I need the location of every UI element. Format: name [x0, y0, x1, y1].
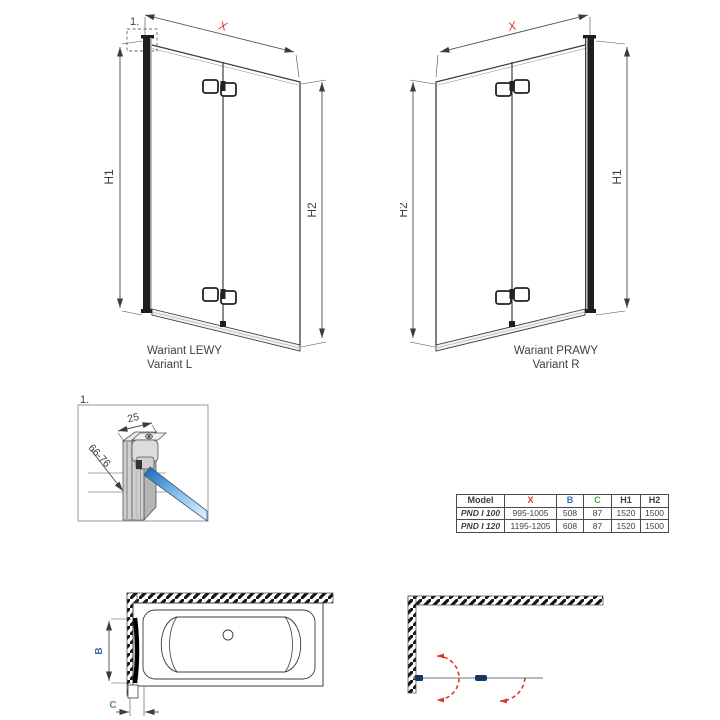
- h1-dimension: [117, 40, 143, 316]
- x-dimension: [435, 14, 591, 78]
- hinge-bottom: [202, 287, 237, 305]
- spec-header-x: X: [504, 494, 557, 508]
- door-swing-arc: [499, 677, 526, 704]
- detail-ref-label: 1.: [80, 395, 89, 406]
- spec-cell-b: 608: [556, 519, 584, 533]
- hinge-top: [202, 79, 237, 97]
- wall-hatching: [407, 595, 604, 694]
- h1-dimension: [595, 40, 630, 316]
- spec-cell-c: 87: [583, 519, 612, 533]
- profile-width-label: 25: [126, 411, 140, 425]
- spec-header-c: C: [583, 494, 612, 508]
- spec-header-h1: H1: [611, 494, 641, 508]
- spec-cell-h2: 1500: [640, 519, 669, 533]
- x-dimension: [144, 14, 300, 78]
- door-swing-plan-view: [407, 595, 604, 704]
- x-dimension-label: X: [216, 18, 229, 34]
- bathtub-outline: [132, 602, 324, 687]
- glass-clamp-bracket: [130, 432, 168, 470]
- spec-header-row: Model X B C H1 H2: [456, 494, 669, 508]
- profile-width-dimension: [117, 422, 158, 442]
- spec-cell-x: 995-1005: [504, 506, 557, 520]
- spec-cell-model: PND I 100: [456, 506, 505, 520]
- hinge-bottom: [495, 287, 530, 305]
- x-dimension-label: X: [505, 18, 518, 34]
- spec-header-b: B: [556, 494, 584, 508]
- h2-dimension-label: H2: [400, 202, 410, 218]
- variant-right-label-en: Variant R: [532, 359, 579, 371]
- variant-left-drawing: 1. X H1 H2: [102, 14, 327, 371]
- c-dimension-label: C: [109, 700, 116, 711]
- wall-profile: [583, 35, 596, 313]
- detail-profile-drawing: 1.: [77, 395, 209, 522]
- glass-pane: [143, 466, 208, 522]
- variant-right-drawing: X H2 H1: [400, 14, 630, 371]
- variant-left-label-pl: Wariant LEWY: [147, 345, 222, 357]
- h2-dimension: [409, 79, 436, 348]
- spec-cell-h1: 1520: [611, 519, 641, 533]
- fold-line: [509, 62, 515, 327]
- spec-cell-c: 87: [583, 506, 612, 520]
- bottom-sill: [435, 308, 586, 352]
- spec-cell-x: 1195-1205: [504, 519, 557, 533]
- h1-dimension-label: H1: [102, 169, 116, 185]
- h2-dimension-label: H2: [305, 202, 319, 218]
- detail-ref-label: 1.: [130, 16, 139, 28]
- fold-line: [220, 62, 226, 327]
- fold-hinge-point: [475, 675, 487, 681]
- spec-cell-h2: 1500: [640, 506, 669, 520]
- door-swing-arcs: [436, 653, 526, 704]
- variant-left-label-en: Variant L: [147, 359, 193, 371]
- spec-cell-h1: 1520: [611, 506, 641, 520]
- variant-right-label-pl: Wariant PRAWY: [514, 345, 598, 357]
- h2-dimension: [300, 79, 327, 348]
- spec-cell-model: PND I 120: [456, 519, 505, 533]
- b-dimension: [106, 618, 131, 684]
- spec-row-pnd-100: PND I 100 995-1005 508 87 1520 1500: [456, 506, 669, 520]
- spec-table: Model X B C H1 H2 PND I 100 995-1005 508…: [456, 494, 669, 533]
- fold-swing-arc: [436, 653, 460, 703]
- b-dimension-label: B: [94, 647, 105, 654]
- spec-cell-b: 508: [556, 506, 584, 520]
- screen-plan: [127, 617, 140, 699]
- wall-profile: [141, 35, 154, 313]
- wall-hinge-point: [415, 675, 423, 681]
- bottom-sill: [151, 308, 301, 352]
- bathtub-plan-view: B C: [94, 592, 334, 716]
- spec-header-h2: H2: [640, 494, 669, 508]
- spec-table-container: Model X B C H1 H2 PND I 100 995-1005 508…: [456, 494, 669, 533]
- glass-panel: [435, 44, 586, 346]
- glass-panel: [151, 44, 301, 346]
- h1-dimension-label: H1: [610, 169, 624, 185]
- hinge-top: [495, 79, 530, 97]
- profile-depth-dimension: [90, 449, 124, 492]
- c-dimension: [116, 687, 159, 716]
- spec-row-pnd-120: PND I 120 1195-1205 608 87 1520 1500: [456, 519, 669, 533]
- screen-plan: [413, 675, 543, 681]
- spec-header-model: Model: [456, 494, 505, 508]
